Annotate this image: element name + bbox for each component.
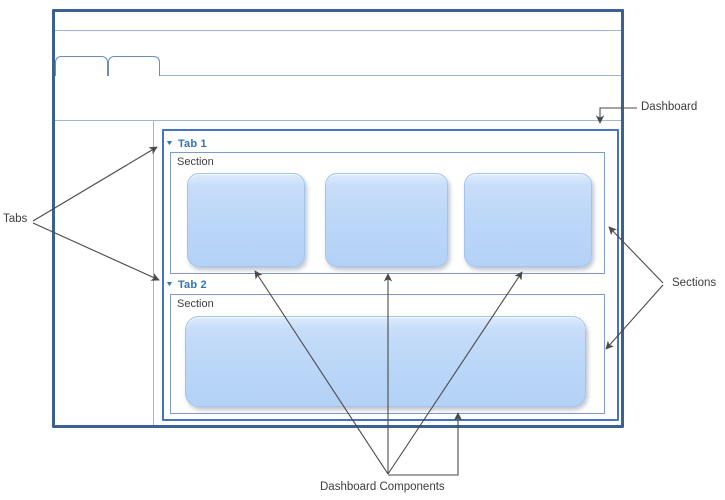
toolbar-divider-1 — [55, 30, 621, 31]
dashboard-annotation-label: Dashboard — [641, 101, 698, 113]
toolbar-divider-2 — [55, 75, 621, 76]
chevron-down-icon: ▼ — [165, 281, 174, 288]
tabs-annotation-label: Tabs — [3, 213, 28, 225]
section-2-label: Section — [177, 298, 214, 310]
dashboard-component-4[interactable] — [185, 316, 586, 407]
window-tab-2[interactable] — [108, 56, 160, 76]
dashboard-component-1[interactable] — [187, 173, 305, 267]
section-1-label: Section — [177, 156, 214, 168]
left-pane-divider — [153, 121, 154, 425]
components-annotation-label: Dashboard Components — [320, 481, 445, 493]
window-tab-1[interactable] — [55, 56, 108, 76]
sections-annotation-label: Sections — [672, 277, 717, 289]
chevron-down-icon: ▼ — [165, 140, 174, 147]
tab-1-label: Tab 1 — [177, 137, 207, 150]
dashboard-component-2[interactable] — [325, 173, 448, 267]
tab-1-header[interactable]: ▼ Tab 1 — [165, 136, 207, 151]
dashboard-component-3[interactable] — [464, 173, 592, 267]
tab-2-header[interactable]: ▼ Tab 2 — [165, 277, 207, 292]
tab-2-label: Tab 2 — [177, 278, 207, 291]
toolbar-divider-3 — [55, 120, 621, 121]
